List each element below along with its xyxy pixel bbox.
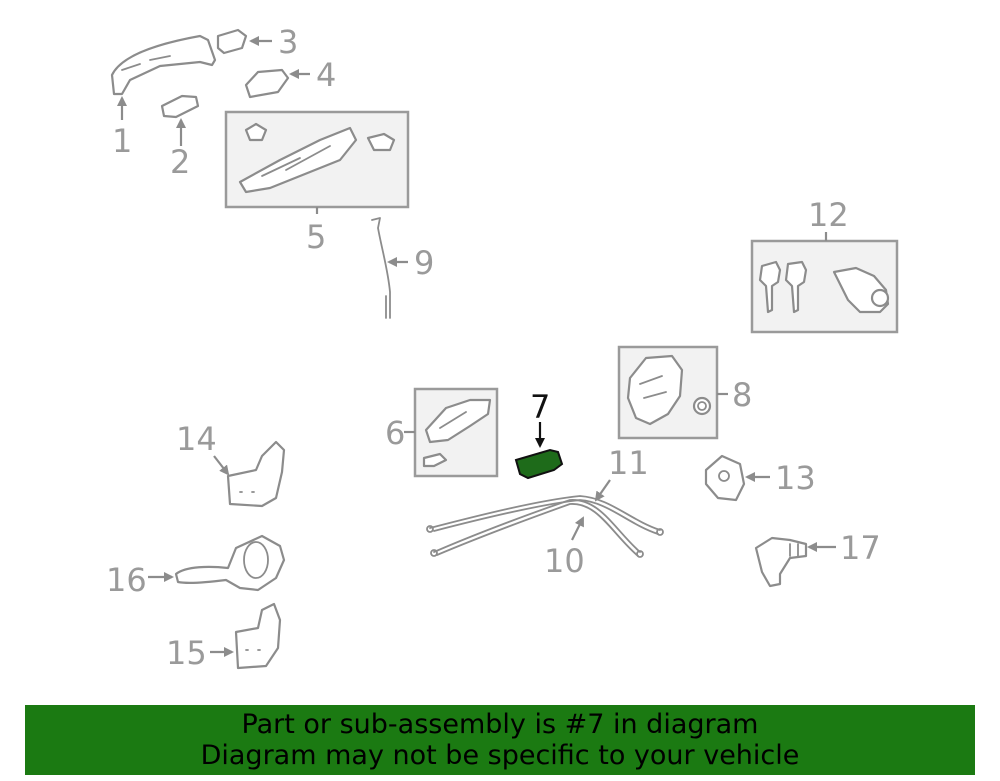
label-6: 6: [385, 414, 405, 452]
label-7: 7: [530, 388, 550, 426]
label-2: 2: [170, 143, 190, 181]
part-5-handle-frame: 5: [224, 110, 410, 256]
label-5: 5: [306, 218, 326, 256]
part-6-inside-handle: 6: [385, 387, 499, 478]
part-1-outer-handle: 1: [110, 34, 217, 160]
part-4-cover: 4: [244, 56, 336, 99]
part-3-cap: 3: [216, 23, 298, 61]
label-13: 13: [775, 459, 816, 497]
part-16-door-check: 16: [106, 534, 286, 599]
part-8-latch-assembly: 8: [617, 345, 752, 440]
label-11: 11: [608, 444, 649, 482]
banner-line-2: Diagram may not be specific to your vehi…: [200, 740, 800, 771]
banner-line-1: Part or sub-assembly is #7 in diagram: [241, 709, 759, 740]
label-9: 9: [414, 244, 434, 282]
label-12: 12: [808, 196, 849, 234]
part-12-lock-cylinder-set: 12: [750, 196, 899, 334]
info-banner: Part or sub-assembly is #7 in diagram Di…: [25, 705, 975, 775]
label-17: 17: [840, 529, 881, 567]
label-15: 15: [166, 634, 207, 672]
part-7-highlighted: 7: [514, 388, 564, 480]
part-10-cable: 10: [430, 499, 644, 580]
part-9-rod: 9: [371, 217, 434, 319]
label-16: 16: [106, 561, 147, 599]
label-1: 1: [112, 122, 132, 160]
label-3: 3: [278, 23, 298, 61]
part-2-pad: 2: [160, 94, 200, 181]
label-4: 4: [316, 56, 336, 94]
label-8: 8: [732, 376, 752, 414]
label-10: 10: [544, 542, 585, 580]
part-13-striker: 13: [704, 454, 816, 502]
part-14-hinge-upper: 14: [176, 420, 286, 508]
label-14: 14: [176, 420, 217, 458]
part-15-hinge-lower: 15: [166, 602, 282, 672]
part-17-switch: 17: [754, 529, 881, 588]
